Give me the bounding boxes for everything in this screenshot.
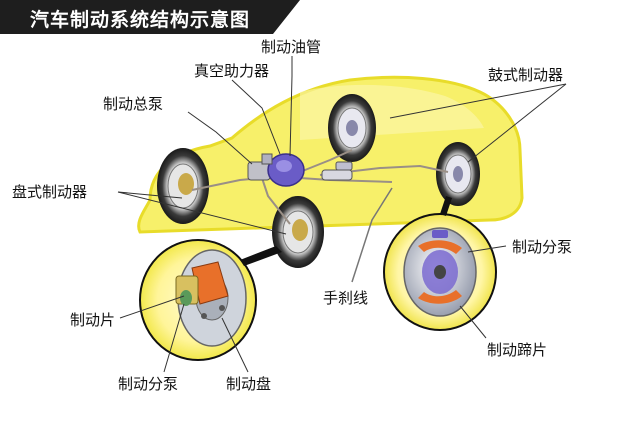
page-title: 汽车制动系统结构示意图	[30, 9, 251, 31]
label-vacuum-booster: 真空助力器	[194, 62, 270, 80]
handbrake-cable-line	[351, 187, 393, 283]
leader-lines	[117, 56, 567, 373]
rear-drum-wheel	[328, 94, 376, 162]
front-right-disc-wheel	[272, 196, 324, 268]
label-wheel-cylinder-drum: 制动分泵	[512, 238, 573, 256]
label-master-cylinder: 制动总泵	[103, 95, 164, 113]
label-disc-brake: 盘式制动器	[12, 183, 88, 201]
label-drum-brake: 鼓式制动器	[488, 66, 564, 84]
drum-brake-detail	[383, 213, 497, 331]
title-bar	[0, 0, 300, 34]
label-brake-disc: 制动盘	[226, 375, 272, 393]
label-handbrake-cable: 手刹线	[323, 289, 369, 307]
label-brake-pad: 制动片	[70, 311, 116, 329]
label-brake-pipe: 制动油管	[261, 38, 322, 56]
rear-right-drum-wheel	[436, 142, 480, 206]
label-wheel-cylinder-disc: 制动分泵	[118, 375, 179, 393]
booster-assembly	[247, 153, 305, 187]
label-brake-shoe: 制动蹄片	[487, 341, 548, 359]
detail-connectors	[240, 196, 452, 266]
handbrake-lever	[321, 161, 353, 181]
disc-brake-detail	[139, 239, 257, 361]
